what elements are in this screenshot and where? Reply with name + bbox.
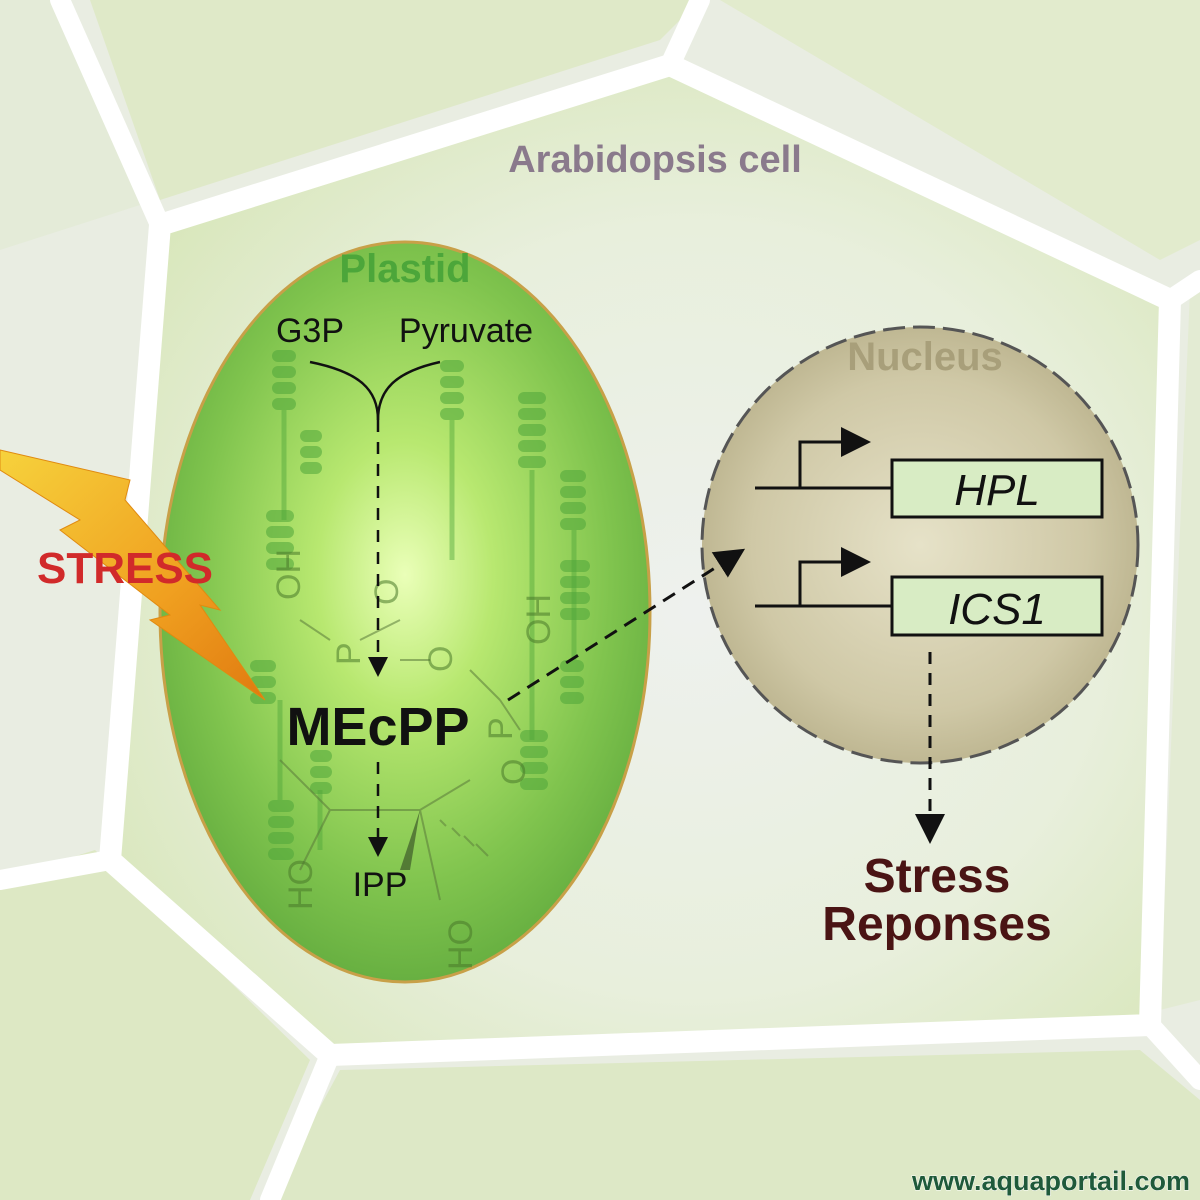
fragment-o: O <box>368 579 406 605</box>
nucleus <box>700 325 1140 765</box>
fragment-ho: HO <box>442 919 480 970</box>
thylakoid-stack <box>518 392 546 468</box>
outcome-line-2: Reponses <box>822 898 1051 951</box>
neighbor-cell-top-right <box>720 0 1200 260</box>
fragment-p: P <box>482 717 520 740</box>
gene-label-ics1: ICS1 <box>948 585 1046 634</box>
gene-ics1: ICS1 <box>755 547 1104 637</box>
gene-hpl: HPL <box>755 427 1104 519</box>
thylakoid-stack <box>560 660 584 704</box>
thylakoid-stack <box>560 470 586 530</box>
fragment-p: P <box>330 642 368 665</box>
thylakoid-stack <box>272 350 296 410</box>
plastid-label: Plastid <box>339 247 470 291</box>
thylakoid-stack <box>310 750 332 794</box>
stress-label: STRESS <box>37 544 213 593</box>
thylakoid-stack <box>440 360 464 420</box>
input-g3p: G3P <box>276 312 344 350</box>
watermark: www.aquaportail.com <box>911 1166 1190 1196</box>
mecpp-label: MEcPP <box>286 697 469 757</box>
mecpp-structure-lines <box>279 619 521 901</box>
neighbor-cell-top-left <box>0 0 140 250</box>
neighbor-cell-bottom-left <box>0 850 310 1200</box>
neighbor-cell-top <box>90 0 700 200</box>
fragment-oh: OH <box>270 549 308 600</box>
input-pyruvate: Pyruvate <box>399 312 533 350</box>
thylakoid-stack <box>266 510 294 570</box>
gene-label-hpl: HPL <box>954 466 1040 515</box>
fragment-oh: OH <box>520 594 558 645</box>
wedge-bond <box>400 810 420 870</box>
neighbor-cell-right <box>1160 290 1200 1010</box>
gene-box <box>890 575 1104 637</box>
ipp-label: IPP <box>353 866 408 904</box>
pyruvate-merge-line <box>376 360 441 421</box>
promoter-arrow-icon <box>798 427 871 488</box>
molecule-fragments: OH P O O P OH O HO HO <box>270 549 558 970</box>
neighbor-cell-bottom <box>270 1050 1200 1200</box>
cell-label: Arabidopsis cell <box>508 139 802 181</box>
thylakoid-stacks <box>250 350 590 860</box>
outcome-line-1: Stress <box>864 850 1011 903</box>
thylakoid-stack <box>560 560 590 620</box>
fragment-o: O <box>495 759 533 785</box>
gene-box <box>890 458 1104 519</box>
thylakoid-stack <box>300 430 322 474</box>
fragment-o: O <box>422 646 460 672</box>
nucleus-label: Nucleus <box>847 335 1003 379</box>
lightning-bolt-icon <box>0 449 266 701</box>
g3p-merge-line <box>309 360 380 421</box>
thylakoid-stack <box>520 730 548 790</box>
thylakoid-stack <box>268 800 294 860</box>
promoter-arrow-icon <box>798 547 871 606</box>
fragment-ho: HO <box>282 859 320 910</box>
hash-bond <box>439 819 489 857</box>
